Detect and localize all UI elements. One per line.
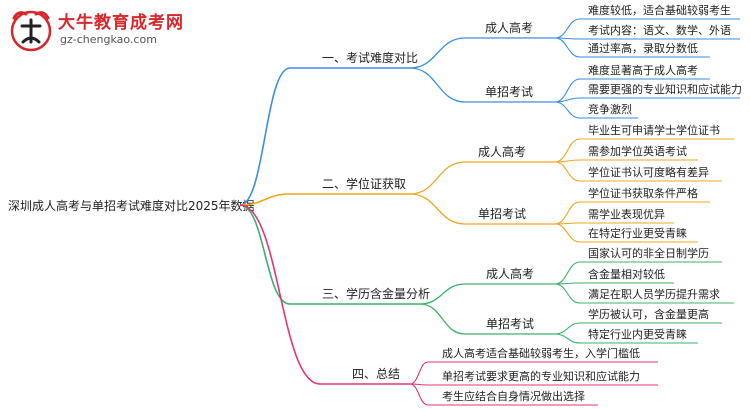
summary-label: 单招考试要求更高的专业知识和应试能力 — [442, 369, 640, 383]
logo-url: gz-chengkao.com — [60, 33, 157, 46]
root-node: 深圳成人高考与单招考试难度对比2025年数据 — [8, 198, 255, 213]
sub-topic-label: 单招考试 — [478, 206, 526, 221]
leaf-label: 满足在职人员学历提升需求 — [588, 287, 720, 301]
branch-label: 四、总结 — [352, 367, 400, 381]
leaf-label: 竞争激烈 — [588, 102, 632, 116]
sub-topic-label: 成人高考 — [486, 266, 534, 281]
site-logo[interactable]: 大牛教育成考网 gz-chengkao.com — [8, 6, 208, 56]
leaf-connector — [554, 78, 581, 103]
leaf-connector — [554, 201, 581, 225]
sub-connector — [409, 193, 466, 225]
leaf-label: 在特定行业更受青睐 — [588, 226, 687, 240]
bull-logo-icon — [10, 10, 52, 52]
leaf-label: 需学业表现优异 — [588, 207, 665, 221]
leaf-connector — [554, 223, 581, 243]
leaf-label: 需参加学位英语考试 — [588, 144, 687, 158]
leaf-connector — [554, 333, 581, 344]
branch-label: 一、考试难度对比 — [322, 50, 418, 65]
leaf-label: 含金量相对较低 — [588, 267, 665, 281]
leaf-connector — [554, 261, 581, 285]
sub-topic-label: 成人高考 — [485, 20, 533, 35]
summary-connector — [409, 383, 429, 406]
leaf-label: 难度显著高于成人高考 — [588, 63, 698, 77]
summary-label: 考生应结合自身情况做出选择 — [442, 389, 585, 403]
sub-connector — [409, 67, 466, 103]
logo-title: 大牛教育成考网 — [58, 13, 184, 33]
leaf-connector — [554, 322, 581, 335]
root-connector — [239, 67, 291, 206]
root-connector — [239, 204, 321, 385]
leaf-label: 难度较低，适合基础较弱考生 — [588, 3, 731, 17]
summary-connector — [409, 361, 429, 385]
leaf-label: 学历被认可，含金量更高 — [588, 307, 709, 321]
branch-label: 二、学位证获取 — [322, 176, 406, 191]
leaf-label: 特定行业内更受青睐 — [588, 327, 687, 341]
leaf-connector — [554, 97, 581, 103]
leaf-connector — [554, 283, 581, 304]
sub-topic-label: 成人高考 — [478, 144, 526, 159]
leaf-label: 学位证书获取条件严格 — [588, 186, 698, 200]
leaf-label: 毕业生可申请学士学位证书 — [588, 123, 720, 137]
root-connector — [239, 193, 291, 206]
leaf-connector — [554, 161, 581, 182]
sub-topic-label: 单招考试 — [486, 316, 534, 331]
summary-label: 成人高考适合基础较弱考生，入学门槛低 — [442, 346, 640, 360]
leaf-label: 需要更强的专业知识和应试能力 — [588, 82, 742, 96]
sub-topic-label: 单招考试 — [485, 84, 533, 99]
leaf-connector — [554, 37, 581, 58]
leaf-label: 考试内容：语文、数学、外语 — [588, 23, 731, 37]
sub-connector — [419, 283, 466, 305]
sub-connector — [419, 303, 466, 335]
leaf-connector — [554, 101, 581, 119]
sub-connector — [409, 161, 466, 195]
leaf-connector — [554, 18, 581, 39]
branch-label: 三、学历含金量分析 — [322, 286, 430, 301]
leaf-label: 学位证书认可度略有差异 — [588, 165, 709, 179]
leaf-connector — [554, 138, 581, 163]
leaf-label: 通过率高，录取分数低 — [588, 41, 698, 55]
leaf-label: 国家认可的非全日制学历 — [588, 246, 709, 260]
sub-connector — [409, 37, 466, 69]
root-connector — [239, 204, 291, 305]
